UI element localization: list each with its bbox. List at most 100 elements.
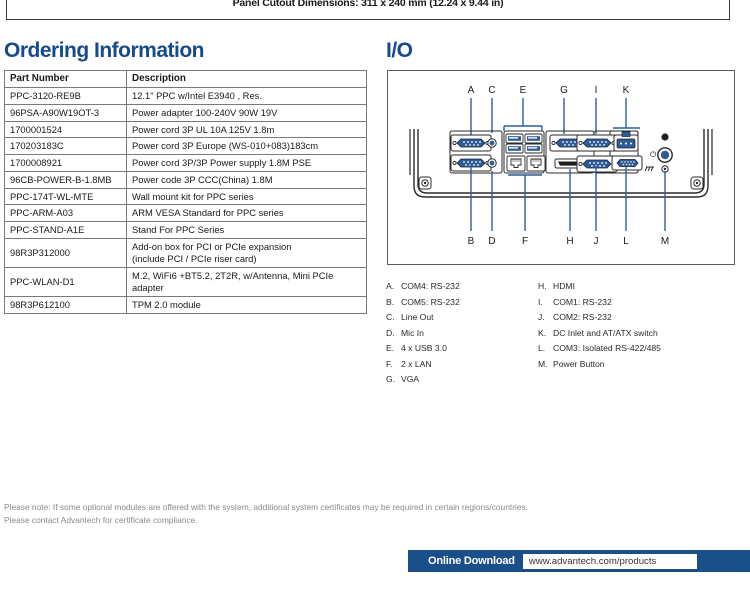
io-port-com3: [611, 155, 643, 171]
ordering-information-heading: Ordering Information: [4, 39, 205, 62]
list-item: C. Line Out: [386, 310, 536, 326]
io-port-mic-in: [487, 158, 497, 168]
online-download-url[interactable]: www.advantech.com/products: [522, 553, 697, 569]
io-callout-E: E: [520, 85, 527, 96]
table-row: 96CB-POWER-B-1.8MB Power code 3P CCC(Chi…: [4, 170, 367, 189]
legend-text: Mic In: [401, 327, 424, 338]
io-port-line-out: [487, 138, 497, 148]
legend-key: J.: [538, 312, 545, 322]
cell-part-number: 1700001524: [4, 120, 127, 139]
chassis-screw: [418, 176, 704, 190]
cell-description: ARM VESA Standard for PPC series: [126, 204, 367, 223]
io-legend-left: A. COM4: RS-232 B. COM5: RS-232 C. Line …: [386, 279, 536, 388]
cell-part-number: 96CB-POWER-B-1.8MB: [4, 170, 127, 189]
table-row: 1700001524 Power cord 3P UL 10A 125V 1.8…: [4, 120, 367, 139]
cell-part-number: 170203183C: [4, 137, 127, 156]
cell-part-number: 98R3P312000: [4, 237, 127, 268]
list-item: B. COM5: RS-232: [386, 295, 536, 311]
cell-description: Stand For PPC Series: [126, 221, 367, 239]
legend-key: I.: [538, 296, 543, 307]
list-item: G. VGA: [386, 372, 536, 388]
cell-description: Power cord 3P/3P Power supply 1.8M PSE: [126, 154, 367, 172]
cell-part-number: PPC-WLAN-D1: [4, 266, 127, 297]
table-row: PPC-STAND-A1E Stand For PPC Series: [4, 221, 367, 239]
panel-cutout-caption: Panel Cutout Dimensions: 311 x 240 mm (1…: [232, 0, 504, 9]
io-port-com2: [576, 155, 618, 173]
legend-text: Line Out: [401, 312, 434, 322]
cell-description: TPM 2.0 module: [126, 295, 367, 314]
cell-description: Wall mount kit for PPC series: [126, 187, 367, 206]
legend-key: B.: [386, 296, 395, 307]
list-item: D. Mic In: [386, 326, 536, 342]
io-callout-F: F: [522, 236, 528, 247]
ground-icon: [644, 166, 654, 172]
legend-key: E.: [386, 343, 395, 353]
legend-key: F.: [386, 358, 393, 369]
legend-key: G.: [386, 374, 396, 384]
table-row: PPC-3120-RE9B 12.1" PPC w/Intel E3940 , …: [4, 87, 367, 105]
io-diagram-box: A C E G I K: [387, 70, 735, 265]
column-header-description: Description: [126, 69, 367, 89]
cell-description-line: Add-on box for PCI or PCIe expansion: [132, 241, 292, 253]
legend-key: L.: [538, 343, 546, 353]
cell-part-number: PPC-3120-RE9B: [4, 87, 127, 105]
legend-text: VGA: [401, 374, 420, 384]
io-callout-K: K: [623, 85, 630, 96]
online-download-bar: Online Download www.advantech.com/produc…: [408, 550, 750, 572]
cell-description: Add-on box for PCI or PCIe expansion (in…: [126, 237, 367, 268]
io-power-button-area: ⏻: [644, 133, 673, 173]
io-callout-I: I: [595, 85, 598, 96]
io-port-dc-inlet: [613, 131, 639, 152]
io-callout-A: A: [468, 85, 475, 96]
list-item: I. COM1: RS-232: [538, 295, 738, 311]
legend-key: D.: [386, 327, 395, 338]
legend-text: COM5: RS-232: [401, 296, 460, 307]
list-item: M. Power Button: [538, 357, 738, 373]
cell-description: Power cord 3P Europe (WS-010+083)183cm: [126, 137, 367, 156]
io-port-lan-group: [506, 155, 546, 172]
list-item: F. 2 x LAN: [386, 357, 536, 373]
io-callout-H: H: [566, 236, 573, 247]
legend-text: COM1: RS-232: [553, 296, 612, 307]
online-download-label: Online Download: [428, 555, 515, 567]
legend-text: Power Button: [553, 358, 605, 369]
cell-description: M.2, WiFi6 +BT5.2, 2T2R, w/Antenna, Mini…: [126, 266, 367, 297]
table-header-row: Part Number Description: [4, 69, 367, 89]
list-item: K. DC Inlet and AT/ATX switch: [538, 326, 738, 342]
footer-note-line1: Please note: If some optional modules ar…: [4, 502, 529, 512]
cell-part-number: 98R3P612100: [4, 295, 127, 314]
cell-description-line: (include PCI / PCIe riser card): [132, 252, 257, 264]
legend-text: 2 x LAN: [401, 358, 432, 369]
table-row: 96PSA-A90W19OT-3 Power adapter 100-240V …: [4, 103, 367, 122]
io-callout-C: C: [488, 85, 495, 96]
legend-key: M.: [538, 358, 548, 369]
cell-description: Power cord 3P UL 10A 125V 1.8m: [126, 120, 367, 139]
cell-description-line: adapter: [132, 281, 164, 293]
svg-text:⏻: ⏻: [650, 150, 657, 159]
legend-text: DC Inlet and AT/ATX switch: [553, 327, 658, 338]
io-callout-J: J: [594, 236, 599, 247]
footer-note: Please note: If some optional modules ar…: [4, 501, 644, 527]
table-row: 1700008921 Power cord 3P/3P Power supply…: [4, 154, 367, 172]
table-row: PPC-174T-WL-MTE Wall mount kit for PPC s…: [4, 187, 367, 206]
cell-description-line: M.2, WiFi6 +BT5.2, 2T2R, w/Antenna, Mini…: [132, 270, 334, 282]
io-panel-diagram: A C E G I K: [409, 85, 713, 247]
footer-note-line2: Please contact Advantech for certificate…: [4, 515, 198, 525]
legend-text: 4 x USB 3.0: [401, 343, 447, 353]
io-port-com4: [450, 134, 492, 152]
column-header-part-number: Part Number: [4, 69, 127, 89]
io-legend-right: H. HDMI I. COM1: RS-232 J. COM2: RS-232 …: [538, 279, 738, 372]
list-item: A. COM4: RS-232: [386, 279, 536, 295]
io-callout-D: D: [488, 236, 495, 247]
io-port-com1: [576, 134, 618, 152]
cell-description: Power code 3P CCC(China) 1.8M: [126, 170, 367, 189]
io-callout-B: B: [468, 236, 475, 247]
table-row: 98R3P312000 Add-on box for PCI or PCIe e…: [4, 237, 367, 268]
table-row: PPC-WLAN-D1 M.2, WiFi6 +BT5.2, 2T2R, w/A…: [4, 266, 367, 297]
cell-part-number: PPC-174T-WL-MTE: [4, 187, 127, 206]
cell-part-number: 1700008921: [4, 154, 127, 172]
table-row: 170203183C Power cord 3P Europe (WS-010+…: [4, 137, 367, 156]
table-row: PPC-ARM-A03 ARM VESA Standard for PPC se…: [4, 204, 367, 223]
legend-text: COM3: Isolated RS-422/485: [553, 343, 661, 353]
io-heading: I/O: [386, 39, 413, 62]
